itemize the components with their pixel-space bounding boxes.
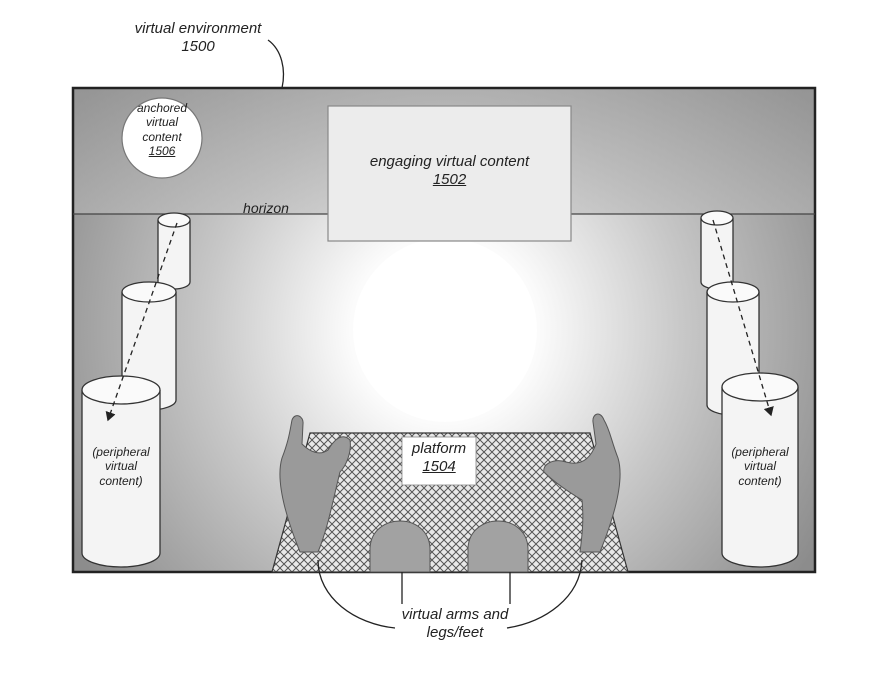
right-cylinder-near [721, 372, 799, 568]
platform-label-box [401, 436, 477, 486]
right-cylinder-far [700, 210, 734, 290]
environment-label-ref: 1500 [181, 38, 215, 55]
platform-label: platform 1504 [402, 440, 476, 476]
virtual-legs [369, 520, 529, 573]
limbs-label: virtual arms and legs/feet [401, 606, 509, 641]
left-cylinder-far [157, 212, 191, 290]
horizon-label: horizon [243, 200, 289, 216]
anchored-content-bubble [121, 97, 203, 179]
left-peripheral-arrow [105, 222, 178, 422]
right-peripheral-arrow [712, 219, 774, 417]
platform-ref: 1504 [422, 458, 456, 475]
engaging-content-ref: 1502 [432, 171, 467, 188]
peripheral-right-label: (peripheral virtual content) [731, 445, 789, 488]
environment-label: virtual environment 1500 [108, 20, 288, 56]
left-cylinder-near [81, 375, 161, 568]
left-arm [279, 415, 351, 553]
right-leg [467, 520, 529, 573]
virtual-arms [279, 413, 621, 553]
anchored-content-label: anchored virtual content 1506 [122, 101, 202, 159]
left-leg [369, 520, 431, 573]
environment-leader-line [267, 39, 285, 89]
engaging-content-label: engaging virtual content 1502 [328, 153, 571, 189]
right-arm [543, 413, 621, 553]
environment-label-text: virtual environment [134, 20, 262, 37]
left-cylinders [81, 212, 191, 568]
anchored-content-ref: 1506 [148, 144, 176, 159]
limb-callout-lines [317, 559, 583, 629]
engaging-content-panel [327, 105, 572, 242]
platform [271, 432, 629, 573]
peripheral-left-label: (peripheral virtual content) [92, 445, 150, 488]
